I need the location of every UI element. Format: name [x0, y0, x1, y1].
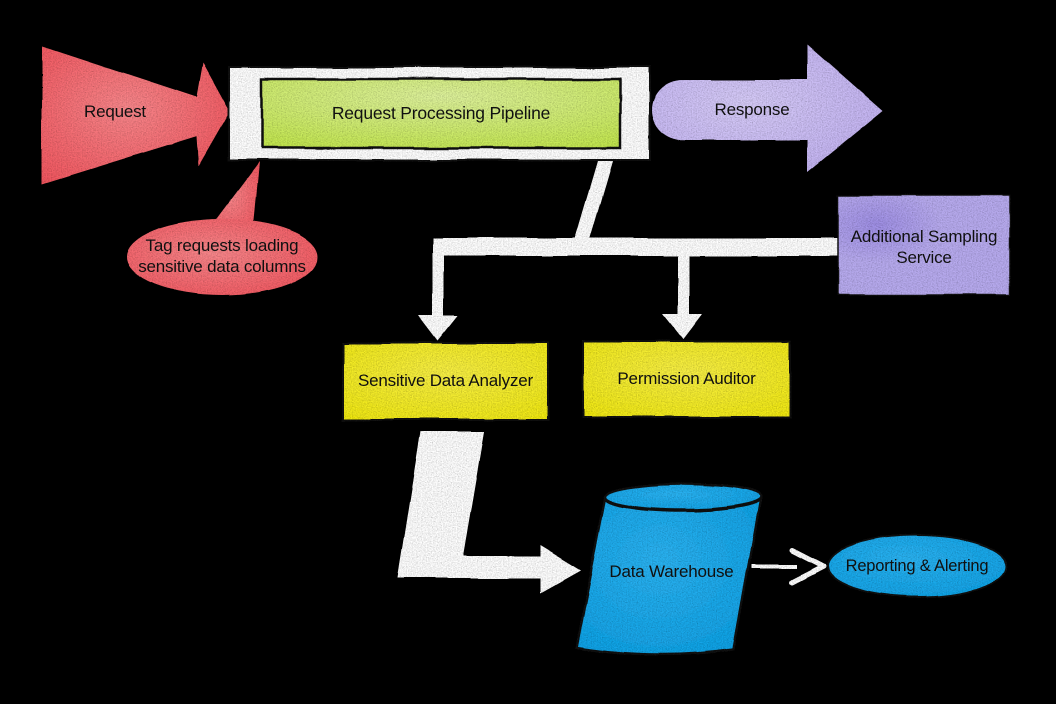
arrow-warehouse-to-reporting-head [789, 547, 826, 585]
arrow-to-auditor-shaft [678, 244, 689, 316]
arrow-to-analyzer-head [419, 316, 458, 341]
response-arrow-shape [652, 45, 883, 172]
arrow-to-auditor-head [663, 314, 702, 339]
warehouse-cylinder-top [603, 482, 763, 512]
permission-auditor-box [582, 340, 791, 418]
request-arrow-shape [42, 46, 230, 184]
connector-pipeline-split [573, 161, 613, 246]
arrow-to-analyzer-shaft [433, 244, 444, 318]
connector-horizontal-bar [433, 238, 839, 256]
sensitive-data-analyzer-box [342, 342, 549, 421]
callout-bubble [126, 219, 318, 295]
reporting-ellipse [826, 534, 1008, 598]
pipeline-box [260, 77, 622, 150]
warehouse-cylinder-body [574, 497, 763, 657]
callout-tail [205, 162, 259, 236]
sampling-service-box [837, 194, 1011, 296]
arrow-analyzer-to-warehouse [398, 432, 581, 593]
